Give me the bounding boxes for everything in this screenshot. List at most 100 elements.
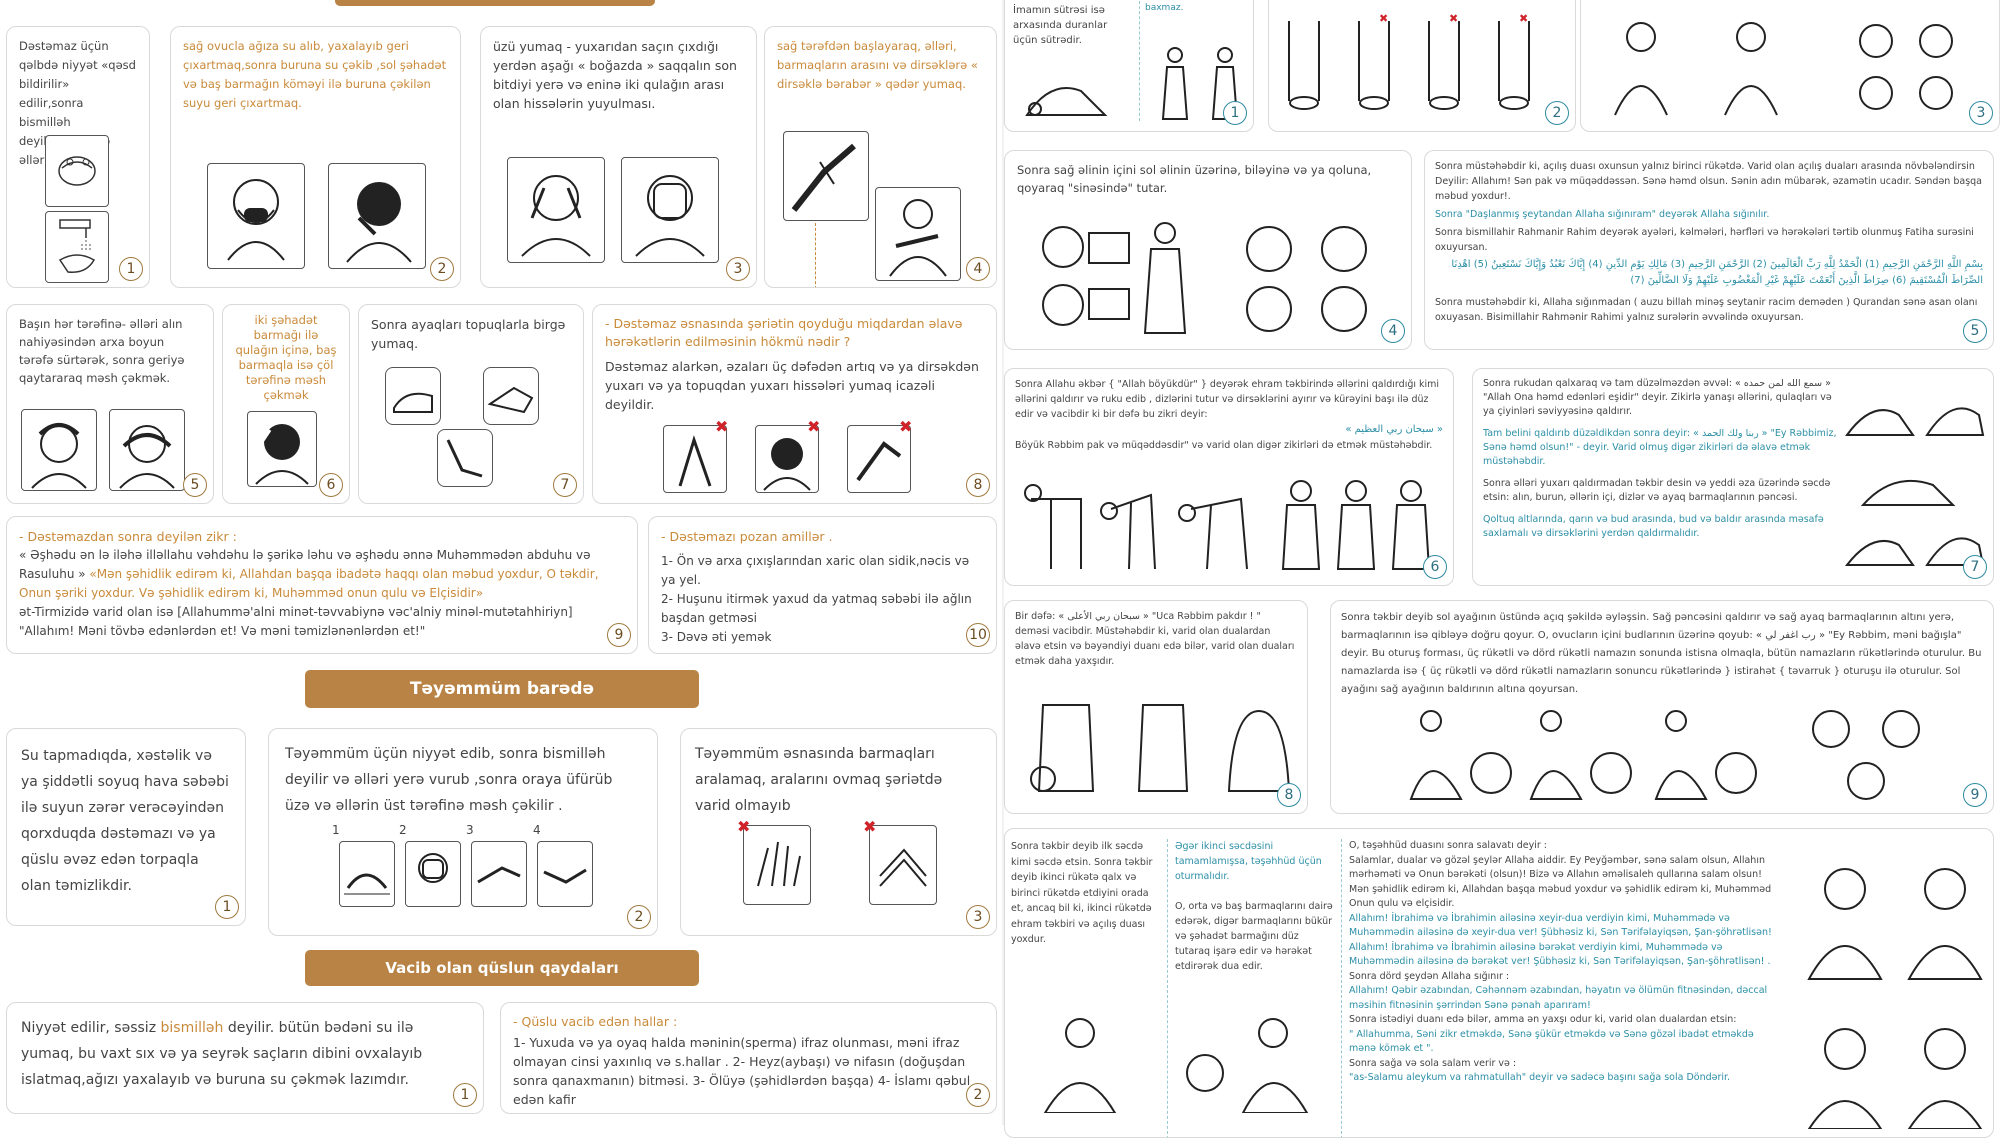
tashahhud-sit-text: Əgər ikinci səcdəsini tamamlamışsa, təşə… [1175, 841, 1322, 882]
step-number-badge: 3 [966, 905, 990, 929]
feet-position-figures [1279, 11, 1559, 111]
wudu-zikr-card: - Dəstəmazdan sonra deyilən zikr : « Əşh… [6, 516, 638, 654]
rising-from-ruku-text: Sonra rukudan qalxaraq və tam düzəlməzdə… [1483, 378, 1832, 417]
fatiha-arabic-text: بِسْمِ اللَّهِ الرَّحْمَنِ الرَّحِيمِ (1… [1451, 259, 1983, 286]
salam-figures [1795, 849, 1985, 1130]
face-wash-illustration-b [621, 157, 719, 263]
wudu-zikr-title: - Dəstəmazdan sonra deyilən zikr : [19, 529, 237, 544]
tayammum-face-wipe-illustration [405, 841, 461, 907]
salah-card-8: Bir dəfə: « سبحان ربي الأعلى » "Uca Rəbb… [1004, 600, 1308, 814]
step-number-badge: 5 [1963, 319, 1987, 343]
wrong-mark-icon: ✖ [899, 417, 913, 436]
wudu-nullifiers-card: - Dəstəmazı pozan amillər . 1- Ön və arx… [648, 516, 997, 654]
page-divider [1002, 0, 1004, 1125]
salah-card-4: Sonra sağ əlinin içini sol əlinin üzərin… [1004, 150, 1412, 350]
step-number-badge: 3 [1969, 101, 1993, 125]
wudu-step-card-4: sağ tərəfdən başlayaraq, əlləri, barmaql… [764, 26, 997, 288]
wrong-mark-icon: ✖ [863, 817, 877, 836]
head-wipe-illustration-b [109, 409, 185, 491]
tayammum-hand-wipe-illustration-a [471, 841, 527, 907]
tayammum-card-2: Təyəmmüm üçün niyyət edib, sonra bismill… [268, 728, 658, 936]
step-number-badge: 9 [607, 623, 631, 647]
sujud-seven-limbs-text: Sonra əlləri yuxarı qaldırmadan təkbir d… [1483, 478, 1831, 503]
tayammum-card-3: Təyəmmüm əsnasında barmaqları aralamaq, … [680, 728, 997, 936]
salah-card-6: Sonra Allahu əkbər { "Allah böyükdür" } … [1004, 368, 1454, 586]
finger-point-figure [1183, 1013, 1323, 1114]
sitting-figure-left [1025, 1013, 1135, 1114]
hand-wash-illustration [45, 135, 109, 207]
wrong-mark-icon: ✖ [737, 817, 751, 836]
salah-card-7: Sonra rukudan qalxaraq və tam düzəlməzdə… [1472, 368, 1994, 586]
wudu-step-card-3: üzü yumaq - yuxarıdan saçın çıxdığı yerd… [480, 26, 757, 288]
dashed-divider [1139, 1, 1140, 121]
sujud-detail-figures [1019, 681, 1299, 801]
dashed-arrow-line [815, 223, 816, 287]
ghusl-method-a: Niyyət edilir, səssiz [21, 1020, 161, 1036]
mouth-rinse-illustration [207, 163, 305, 269]
excess-wash-illustration-a [663, 425, 727, 493]
arm-wash-illustration [783, 131, 869, 221]
step-number-badge: 1 [1223, 101, 1247, 125]
fingers-spread-illustration [743, 825, 811, 905]
opening-dua-text: Sonra müstəhəbdir ki, açılış duası oxuns… [1435, 161, 1983, 202]
foot-wash-illustration-a [385, 367, 441, 425]
tashahhud-line-9: "as-Salamu aleykum va rahmatullah" deyir… [1349, 1072, 1731, 1083]
tashahhud-line-7: " Allahumma, Səni zikr etməkdə, Sənə şük… [1349, 1028, 1754, 1055]
tashahhud-line-5: Allahım! Qəbir əzabından, Cəhənnəm əzabı… [1349, 985, 1768, 1011]
tayammum-banner: Təyəmmüm barədə [305, 670, 699, 708]
surah-reading-text: Sonra mustəhəbdir ki, Allaha sığınmadan … [1435, 297, 1978, 323]
step-number-badge: 10 [966, 623, 990, 647]
tayammum-strike-ground-illustration [339, 841, 395, 907]
takbir-figures [1601, 7, 1981, 117]
ghusl-obligation-text: 1- Yuxuda və ya oyaq halda məninin(sperm… [513, 1035, 971, 1107]
ghusl-method-c: deyilir. bütün bədəni su ilə yumaq, bu v… [21, 1020, 423, 1088]
salah-card-3: 3 [1580, 0, 2000, 132]
tashahhud-line-4: Sonra dörd şeydən Allaha sığınır : [1349, 970, 1510, 982]
wudu-step-2-text: sağ ovucla ağıza su alıb, yaxalayıb geri… [183, 39, 447, 110]
qiyam-hands-text: Sonra sağ əlinin içini sol əlinin üzərin… [1017, 163, 1372, 195]
tayammum-step-label-3: 3 [466, 823, 474, 837]
wudu-zikr-arabic-translit: « Əşhədu ən lə iləhə illəllahu vəhdəhu l… [19, 548, 591, 581]
ruku-meaning-text: Böyük Rəbbim pak və müqəddəsdir" və vari… [1015, 440, 1433, 451]
step-number-badge: 1 [215, 895, 239, 919]
sutra-text: İmamın sütrəsi isə arxasında duranlar üç… [1013, 5, 1108, 46]
wudu-step-card-8: - Dəstəmaz əsnasında şəriətin qoyduğu mi… [592, 304, 997, 504]
step-number-badge: 5 [183, 473, 207, 497]
wudu-zikr-tirmizi: ət-Tirmizidə varid olan isə [Allahummə'a… [19, 605, 573, 638]
step-number-badge: 1 [119, 257, 143, 281]
tayammum-note: Təyəmmüm əsnasında barmaqları aralamaq, … [695, 746, 943, 814]
tayammum-step-label-4: 4 [533, 823, 541, 837]
ghusl-banner: Vacib olan qüslun qaydaları [305, 950, 699, 986]
tayammum-definition: Su tapmadıqda, xəstəlik və ya şiddətli s… [21, 748, 229, 894]
prostrating-figure [1021, 69, 1121, 121]
nose-rinse-illustration [328, 163, 426, 269]
step-number-badge: 7 [553, 473, 577, 497]
wrong-mark-icon: ✖ [807, 417, 821, 436]
wudu-nullifier-2: 2- Huşunu itirmək yaxud da yatmaq səbəbi… [661, 592, 972, 625]
step-number-badge: 9 [1963, 783, 1987, 807]
ruku-arabic-zikr: « سبحان ربي العظيم » [1345, 424, 1443, 435]
salah-card-1: İmamın sütrəsi isə arxasında duranlar üç… [1004, 0, 1254, 132]
step-number-badge: 2 [627, 905, 651, 929]
dashed-divider [1167, 839, 1168, 1137]
ghusl-method: Niyyət edilir, səssiz bismilləh deyilir.… [21, 1015, 469, 1093]
step-number-badge: 2 [1545, 101, 1569, 125]
wudu-step-3-text: üzü yumaq - yuxarıdan saçın çıxdığı yerd… [493, 39, 737, 111]
tashahhud-text-block: O, təşəhhüd duasını sonra salavatı deyir… [1349, 839, 1777, 1086]
foot-wash-illustration-b [483, 367, 539, 425]
wrong-mark-icon: ✖ [1449, 12, 1459, 25]
step-number-badge: 8 [1277, 783, 1301, 807]
wrong-mark-icon: ✖ [1379, 12, 1389, 25]
tayammum-step-label-2: 2 [399, 823, 407, 837]
hand-placement-figures [1019, 213, 1399, 337]
ghusl-card-1: Niyyət edilir, səssiz bismilləh deyilir.… [6, 1002, 484, 1114]
wudu-nullifier-1: 1- Ön və arxa çıxışlarından xaric olan s… [661, 554, 970, 587]
wrong-mark-icon: ✖ [715, 417, 729, 436]
excess-wash-illustration-c [847, 425, 911, 493]
tashahhud-line-3: Allahım! İbrahimə və İbrahimin ailəsinə … [1349, 912, 1772, 968]
wudu-step-card-6: iki şəhadət barmağı ilə qulağın içinə, b… [222, 304, 350, 504]
wudu-step-5-text: Başın hər tərəfinə- əlləri alın nahiyəsi… [19, 317, 185, 385]
salah-card-10: Sonra təkbir deyib ilk səcdə kimi səcdə … [1004, 828, 1994, 1138]
wudu-excess-question: - Dəstəmaz əsnasında şəriətin qoyduğu mi… [605, 316, 963, 349]
sujud-figures [1843, 375, 1989, 571]
